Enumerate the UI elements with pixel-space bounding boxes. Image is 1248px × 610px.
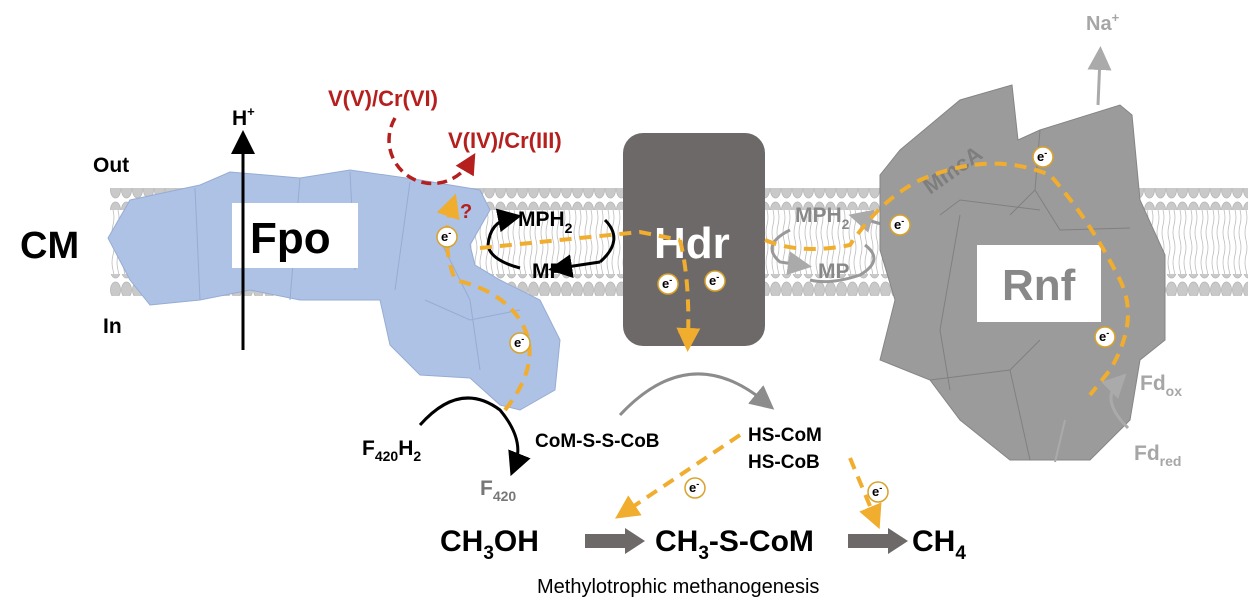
membrane-label: CM [20,225,79,267]
electron-icon: e- [889,214,911,236]
electron-badges: e- e- e- e- e- e- e- e- e- [436,146,1116,503]
hdr-electron-arrowhead [678,332,698,345]
mp-cycle-arrow-right [770,228,876,284]
f420h2-label: F420H2 [362,437,421,464]
mph2-right-label: MPH2 [795,204,850,232]
sodium-arrow [1087,46,1112,106]
hs-cob-label: HS-CoB [748,452,820,473]
heterodisulfide-reduction-arrow [618,372,775,417]
mp-cycle-arrow-top [486,208,522,246]
hs-com-label: HS-CoM [748,425,822,446]
svg-text:e-: e- [1037,148,1047,164]
svg-text:e-: e- [689,479,699,495]
svg-text:e-: e- [709,272,719,288]
heterodisulfide-label: CoM-S-S-CoB [535,431,660,452]
inside-label: In [103,315,122,338]
pathway-caption: Methylotrophic methanogenesis [537,576,819,598]
rnf-label: Rnf [1002,261,1076,310]
outside-label: Out [93,154,129,177]
mph2-left-label: MPH2 [518,208,573,236]
electron-icon: e- [684,477,706,499]
mp-left-label: MP [532,260,564,283]
sodium-label: Na+ [1086,10,1120,35]
electron-icon: e- [1032,146,1054,168]
fd-red-label: Fdred [1134,442,1181,469]
electron-icon: e- [867,481,889,503]
electron-flow [436,161,1130,530]
metal-reduced-label: V(IV)/Cr(III) [448,128,562,153]
ferredoxin-arrow [1101,373,1130,430]
svg-text:e-: e- [514,334,524,350]
f420-oxidation-arrow [418,396,531,477]
svg-text:e-: e- [894,216,904,232]
hdr-label: Hdr [654,219,730,268]
methyl-com-label: CH3-S-CoM [655,525,814,564]
proton-label: H+ [232,104,255,130]
mp-right-label: MP [818,260,850,283]
fpo-label: Fpo [250,214,331,263]
unknown-mechanism-mark: ? [460,201,472,223]
methane-label: CH4 [912,525,966,564]
electron-icon: e- [657,273,679,295]
svg-text:e-: e- [441,228,451,244]
rnf-complex[interactable]: Rnf MmcA [879,84,1166,461]
svg-text:e-: e- [662,275,672,291]
svg-text:e-: e- [872,483,882,499]
pathway-arrow-2 [848,528,908,554]
pathway-arrow-1 [585,528,645,554]
f420-label: F420 [480,477,516,504]
fd-ox-label: Fdox [1140,372,1182,399]
hdr-complex[interactable]: Hdr [623,133,765,346]
electron-icon: e- [436,226,458,248]
electron-icon: e- [1094,326,1116,348]
svg-text:e-: e- [1099,328,1109,344]
electron-icon: e- [704,270,726,292]
methanol-label: CH3OH [440,525,539,564]
metal-oxidized-label: V(V)/Cr(VI) [328,86,438,111]
metal-reduction-arrow [387,117,476,186]
electron-icon: e- [509,332,531,354]
rnf-stalk [1054,419,1066,463]
